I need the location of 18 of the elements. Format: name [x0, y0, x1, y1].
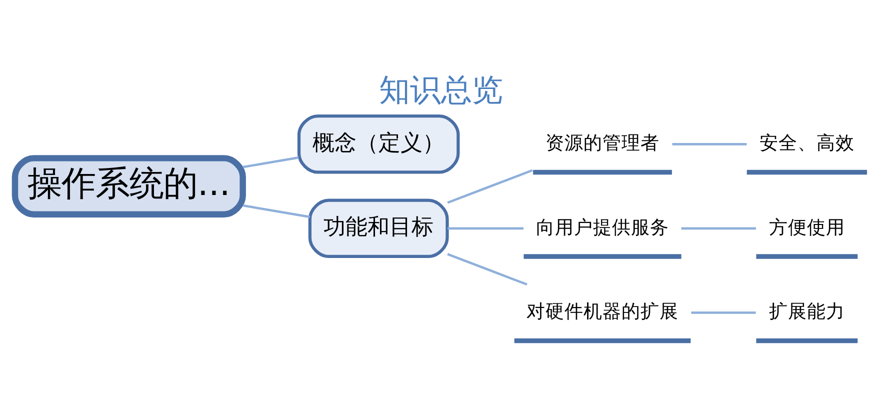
node-box: 功能和目标 — [308, 198, 449, 258]
node-box: 操作系统的... — [12, 154, 246, 217]
connector — [681, 226, 756, 230]
node-text: 向用户提供服务 — [536, 216, 670, 238]
node-text: 方便使用 — [768, 216, 845, 238]
connector — [242, 156, 299, 168]
connector — [447, 168, 533, 204]
node-text: 资源的管理者 — [546, 132, 660, 154]
connector — [447, 252, 528, 286]
connector — [691, 311, 756, 314]
diagram-title: 知识总览 — [379, 72, 503, 108]
connector — [242, 204, 310, 218]
connector — [672, 142, 747, 145]
node-text: 对硬件机器的扩展 — [526, 301, 679, 322]
node-text: 安全、高效 — [759, 132, 854, 154]
node-text: 扩展能力 — [768, 301, 845, 322]
connector — [448, 226, 524, 230]
node-box: 概念（定义） — [297, 114, 460, 174]
